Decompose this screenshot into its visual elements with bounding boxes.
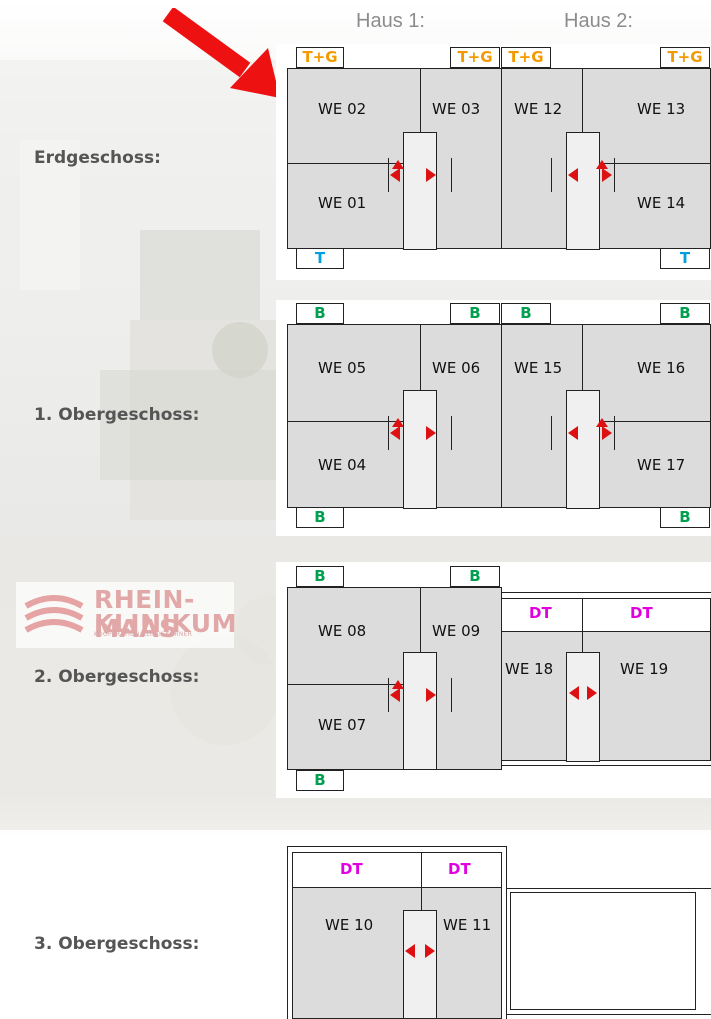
unit-label: WE 13 [637, 100, 686, 118]
entrance-arrow-icon [390, 168, 400, 182]
unit-we16 [582, 324, 711, 422]
tag-b: B [660, 507, 710, 528]
roof-outline [506, 1014, 711, 1015]
tag-b: B [450, 566, 500, 587]
floor-label-og1: 1. Obergeschoss: [34, 405, 200, 425]
unit-label: WE 08 [318, 622, 367, 640]
entrance-arrow-icon [602, 168, 612, 182]
unit-label: WE 14 [637, 194, 686, 212]
entrance-arrow-icon [392, 160, 404, 169]
logo-line1: RHEIN-MAAS [94, 585, 195, 643]
tag-b: B [296, 770, 344, 791]
unit-label: WE 11 [443, 916, 492, 934]
divider [582, 598, 583, 632]
unit-label: WE 06 [432, 359, 481, 377]
empty-roof-haus2 [510, 892, 696, 1010]
unit-label: WE 12 [514, 100, 563, 118]
stair-landing [388, 158, 452, 192]
roof-outline [501, 592, 711, 593]
unit-label: WE 10 [325, 916, 374, 934]
haus-2-label: Haus 2: [564, 10, 633, 32]
unit-label: WE 16 [637, 359, 686, 377]
unit-label: WE 04 [318, 456, 367, 474]
entrance-arrow-icon [390, 688, 400, 702]
stairwell-haus1 [403, 910, 437, 1019]
tag-tg-3: T+G [501, 47, 551, 68]
unit-label: WE 01 [318, 194, 367, 212]
unit-label: WE 17 [637, 456, 686, 474]
tag-t-2: T [660, 248, 710, 269]
stair-landing [551, 416, 615, 450]
tag-dt: DT [529, 604, 552, 622]
tag-dt: DT [630, 604, 653, 622]
logo-emblem-icon [24, 595, 84, 633]
entrance-arrow-icon [569, 686, 579, 700]
tag-b: B [296, 303, 344, 324]
entrance-arrow-icon [425, 944, 435, 958]
unit-we04 [287, 421, 421, 508]
stairwell-haus2 [566, 652, 600, 762]
floor-label-og3: 3. Obergeschoss: [34, 934, 200, 954]
divider [421, 852, 422, 888]
roof-outline [287, 846, 288, 1019]
unit-label: WE 03 [432, 100, 481, 118]
tag-b: B [660, 303, 710, 324]
stairwell-haus2 [566, 132, 600, 250]
clinic-logo: RHEIN-MAAS KLINIKUM KOOPERATION KLINIK K… [16, 582, 237, 648]
stair-landing [551, 158, 615, 192]
entrance-arrow-icon [602, 426, 612, 440]
floor-label-og2: 2. Obergeschoss: [34, 667, 200, 687]
entrance-arrow-icon [596, 418, 608, 427]
entrance-arrow-icon [390, 426, 400, 440]
roof-terrace-row [292, 852, 502, 888]
roof-outline [287, 846, 507, 847]
entrance-arrow-icon [392, 418, 404, 427]
tag-b: B [296, 566, 344, 587]
haus-1-label: Haus 1: [356, 10, 425, 32]
entrance-arrow-icon [596, 160, 608, 169]
entrance-arrow-icon [405, 944, 415, 958]
tag-tg-2: T+G [450, 47, 500, 68]
stairwell-haus1 [403, 652, 437, 770]
entrance-arrow-icon [426, 688, 436, 702]
unit-we19 [582, 631, 711, 761]
tag-tg-4: T+G [660, 47, 710, 68]
roof-outline [501, 765, 711, 766]
tag-dt: DT [340, 860, 363, 878]
unit-label: WE 07 [318, 716, 367, 734]
pointer-arrow-icon [162, 8, 280, 98]
floor-label-eg: Erdgeschoss: [34, 148, 161, 168]
logo-line2: KLINIKUM [94, 609, 237, 638]
unit-we02 [287, 68, 421, 164]
unit-label: WE 18 [505, 660, 554, 678]
unit-we05 [287, 324, 421, 422]
stairwell-haus1 [403, 390, 437, 509]
stairwell-haus2 [566, 390, 600, 509]
unit-we10 [292, 887, 422, 1019]
entrance-arrow-icon [568, 168, 578, 182]
unit-label: WE 09 [432, 622, 481, 640]
roof-outline [506, 888, 711, 889]
unit-label: WE 19 [620, 660, 669, 678]
tag-tg-1: T+G [296, 47, 344, 68]
tag-dt: DT [448, 860, 471, 878]
entrance-arrow-icon [392, 680, 404, 689]
tag-t-1: T [296, 248, 344, 269]
tag-b: B [450, 303, 500, 324]
logo-subtitle: KOOPERATION KLINIK KÖRNER [94, 631, 193, 638]
stairwell-haus1 [403, 132, 437, 250]
stair-landing [388, 678, 452, 712]
entrance-arrow-icon [587, 686, 597, 700]
entrance-arrow-icon [426, 168, 436, 182]
entrance-arrow-icon [568, 426, 578, 440]
unit-label: WE 02 [318, 100, 367, 118]
unit-label: WE 15 [514, 359, 563, 377]
stair-landing [388, 416, 452, 450]
unit-label: WE 05 [318, 359, 367, 377]
tag-b: B [501, 303, 551, 324]
roof-outline [506, 846, 507, 1019]
tag-b: B [296, 507, 344, 528]
entrance-arrow-icon [426, 426, 436, 440]
